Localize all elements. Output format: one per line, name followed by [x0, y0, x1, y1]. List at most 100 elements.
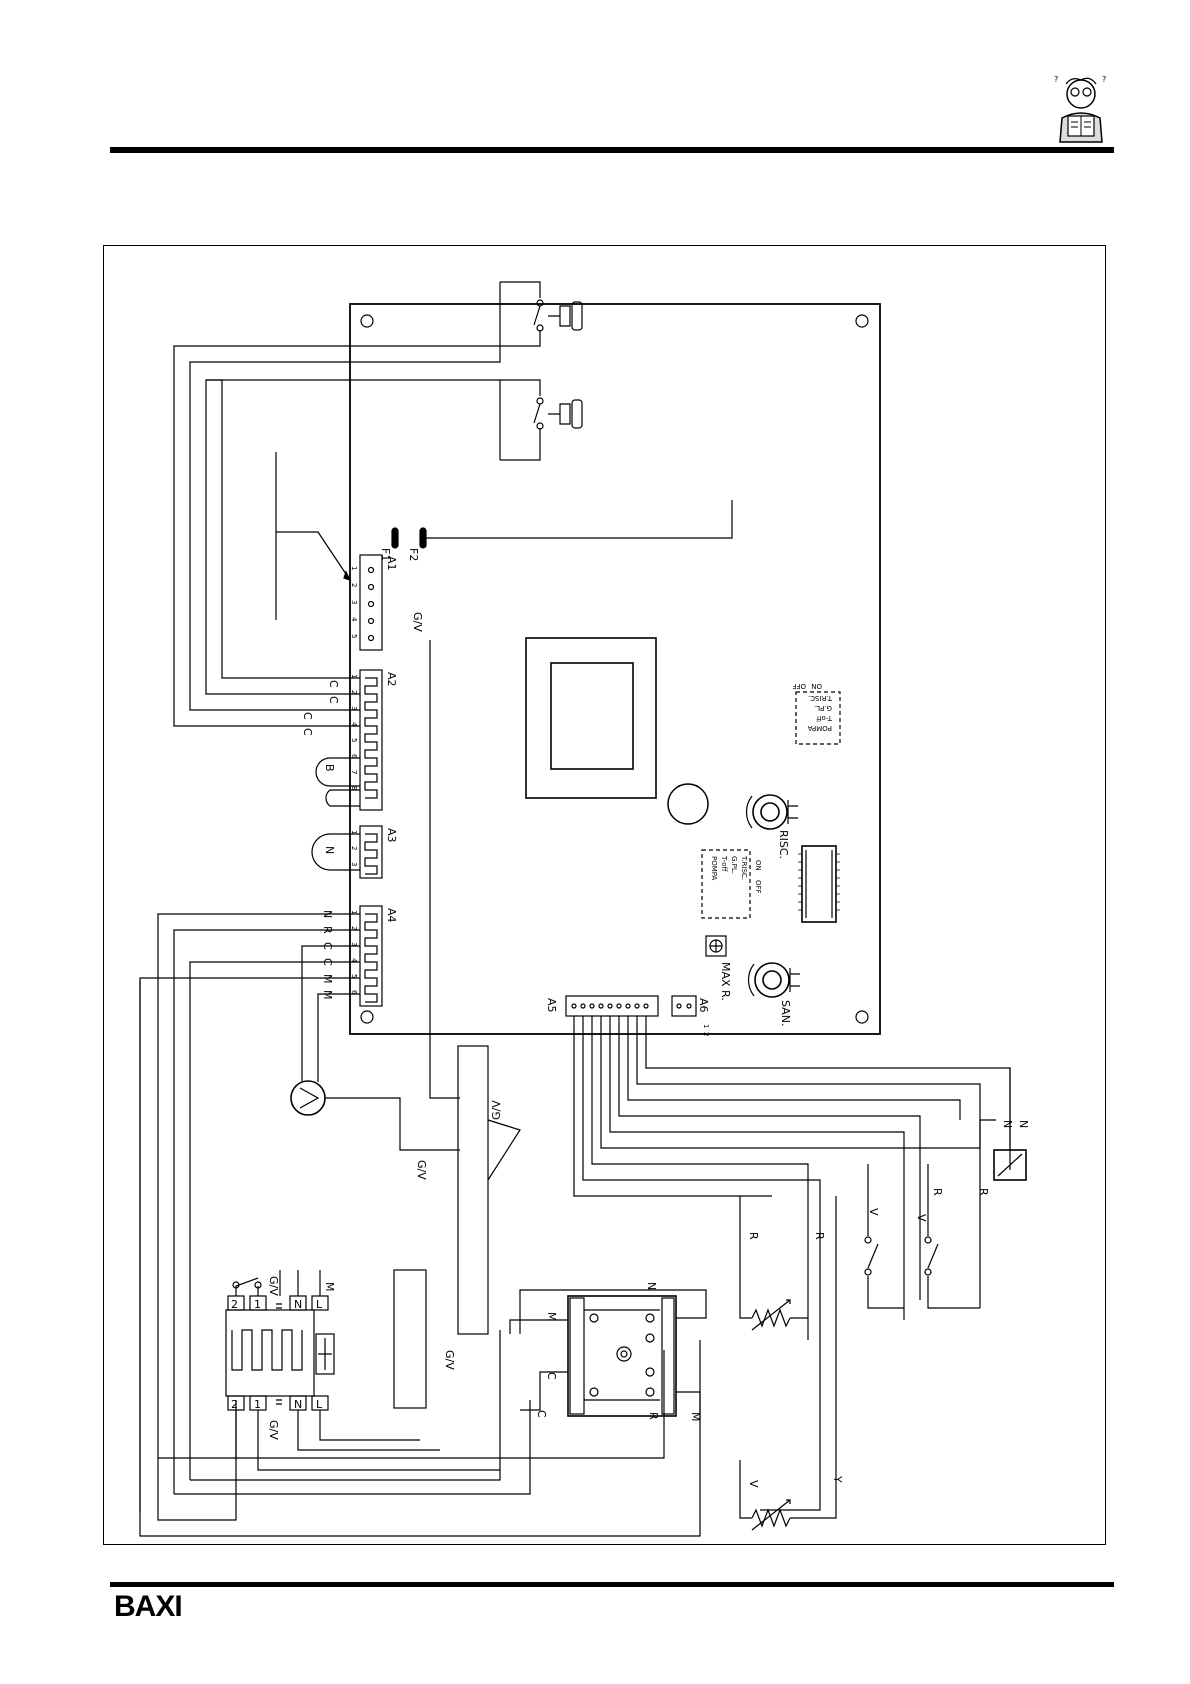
dip-switch-block-2[interactable]	[701, 849, 751, 919]
a4-pin: 1	[350, 910, 358, 914]
gas-valve-label: C	[535, 1410, 548, 1418]
wire-label: N	[1017, 1120, 1030, 1128]
terminal-ground-label: G/V	[267, 1276, 280, 1296]
wire-label: R	[747, 1232, 760, 1240]
fuse-f1	[391, 527, 399, 549]
gas-valve-ground-label: G/V	[443, 1350, 456, 1370]
wire-label: R	[813, 1232, 826, 1240]
connector-a3	[359, 825, 383, 879]
transformer-box	[393, 1269, 427, 1409]
ntc-sensor-2	[751, 1508, 791, 1528]
ignition-transformer	[457, 1045, 489, 1335]
dip-switch-block-1[interactable]	[795, 691, 841, 745]
mounting-hole	[855, 314, 869, 328]
trimmer-san[interactable]	[747, 962, 800, 998]
terminal-label: N	[294, 1398, 302, 1411]
terminal-label: L	[316, 1398, 323, 1411]
display-window	[550, 662, 634, 770]
diagram-frame	[103, 245, 1106, 1545]
gas-valve	[567, 1295, 677, 1417]
wire-label: N	[1001, 1120, 1014, 1128]
fuse-f2-label: F2	[407, 548, 420, 561]
gas-valve-label: M	[689, 1412, 702, 1422]
terminal-label: N	[294, 1298, 302, 1311]
connector-a4	[359, 905, 383, 1007]
dip2-label: G.PL.	[730, 856, 738, 874]
display-frame	[525, 637, 657, 799]
flow-switch-1	[864, 1164, 904, 1309]
terminal-label: 2	[231, 1398, 238, 1411]
fuse-f2	[419, 527, 427, 549]
connector-a4-label: A4	[385, 908, 398, 923]
buzzer	[667, 783, 709, 825]
a2-pin: 7	[350, 770, 358, 774]
wire-label: C	[327, 696, 340, 704]
transformer-ground-label: G/V	[490, 1100, 503, 1120]
dip1-on: ON	[811, 682, 822, 690]
wire-label: C	[327, 680, 340, 688]
terminal-ground-label: G/V	[267, 1420, 280, 1440]
a4-pin: 2	[350, 926, 358, 930]
trimmer-risc[interactable]	[745, 794, 798, 830]
mounting-hole	[360, 314, 374, 328]
terminal-label: 2	[231, 1298, 238, 1311]
wire-label: C	[301, 728, 314, 736]
ntc-sensor-1	[751, 1308, 791, 1328]
wire-label: V	[867, 1208, 880, 1216]
a1-pin: 5	[350, 634, 358, 638]
control-board	[349, 303, 881, 1035]
a6-pin: 2	[702, 1032, 710, 1036]
trimmer-san-label: SAN.	[779, 1000, 792, 1026]
gas-valve-label: M	[545, 1312, 558, 1322]
a3-pin: 3	[350, 862, 358, 866]
a4-pin: 5	[350, 974, 358, 978]
dip1-label: POMPA	[807, 724, 832, 732]
a5-pins	[571, 1003, 649, 1009]
wire-label: V	[915, 1214, 928, 1222]
trimmer-max-r[interactable]	[705, 935, 727, 957]
dip1-label: T-off	[816, 714, 833, 722]
a4-pin: 3	[350, 942, 358, 946]
dip2-off: OFF	[754, 880, 762, 894]
gas-valve-label: C	[545, 1372, 558, 1380]
microcontroller-chip	[801, 845, 837, 923]
a2-pin: 5	[350, 738, 358, 742]
a1-pin: 1	[350, 566, 358, 570]
connector-a6-label: A6	[697, 998, 710, 1013]
wire-label: R	[931, 1188, 944, 1196]
connector-a2	[359, 669, 383, 811]
wire-loop-label: N	[323, 846, 336, 854]
terminal-label: L	[316, 1298, 323, 1311]
terminal-m-label: M	[323, 1282, 336, 1292]
safety-switch-2	[500, 379, 583, 461]
svg-text:?: ?	[1054, 75, 1058, 84]
trimmer-risc-label: RISC.	[777, 830, 790, 859]
wire-label: C	[321, 958, 334, 966]
technician-reading-manual-icon: ??	[1054, 75, 1106, 143]
gas-valve-label: R	[647, 1412, 660, 1420]
circulation-pump	[290, 1080, 326, 1116]
a1-pins	[367, 566, 375, 642]
dip2-label: T.RISC.	[740, 855, 748, 880]
wire-label: N	[321, 910, 334, 918]
wire-label: V	[747, 1480, 760, 1488]
connector-a1	[359, 554, 383, 651]
connector-a3-label: A3	[385, 828, 398, 843]
board-ground-label: G/V	[411, 612, 424, 632]
gas-valve-label: N	[645, 1282, 658, 1290]
footer-rule	[110, 1582, 1114, 1587]
a3-pin: 2	[350, 846, 358, 850]
a2-pin: 2	[350, 690, 358, 694]
dip2-label: T-off	[720, 855, 728, 872]
mounting-hole	[855, 1010, 869, 1024]
wire-label: M	[321, 974, 334, 984]
a4-pin: 4	[350, 958, 358, 963]
a2-pin: 4	[350, 722, 358, 727]
a1-pin: 2	[350, 583, 358, 587]
baxi-logo: BAXI	[114, 1590, 183, 1623]
dip1-label: G.PL.	[814, 704, 832, 712]
flow-switch-2	[924, 1164, 980, 1309]
connector-a5	[565, 995, 659, 1017]
a2-pin: 6	[350, 754, 358, 759]
